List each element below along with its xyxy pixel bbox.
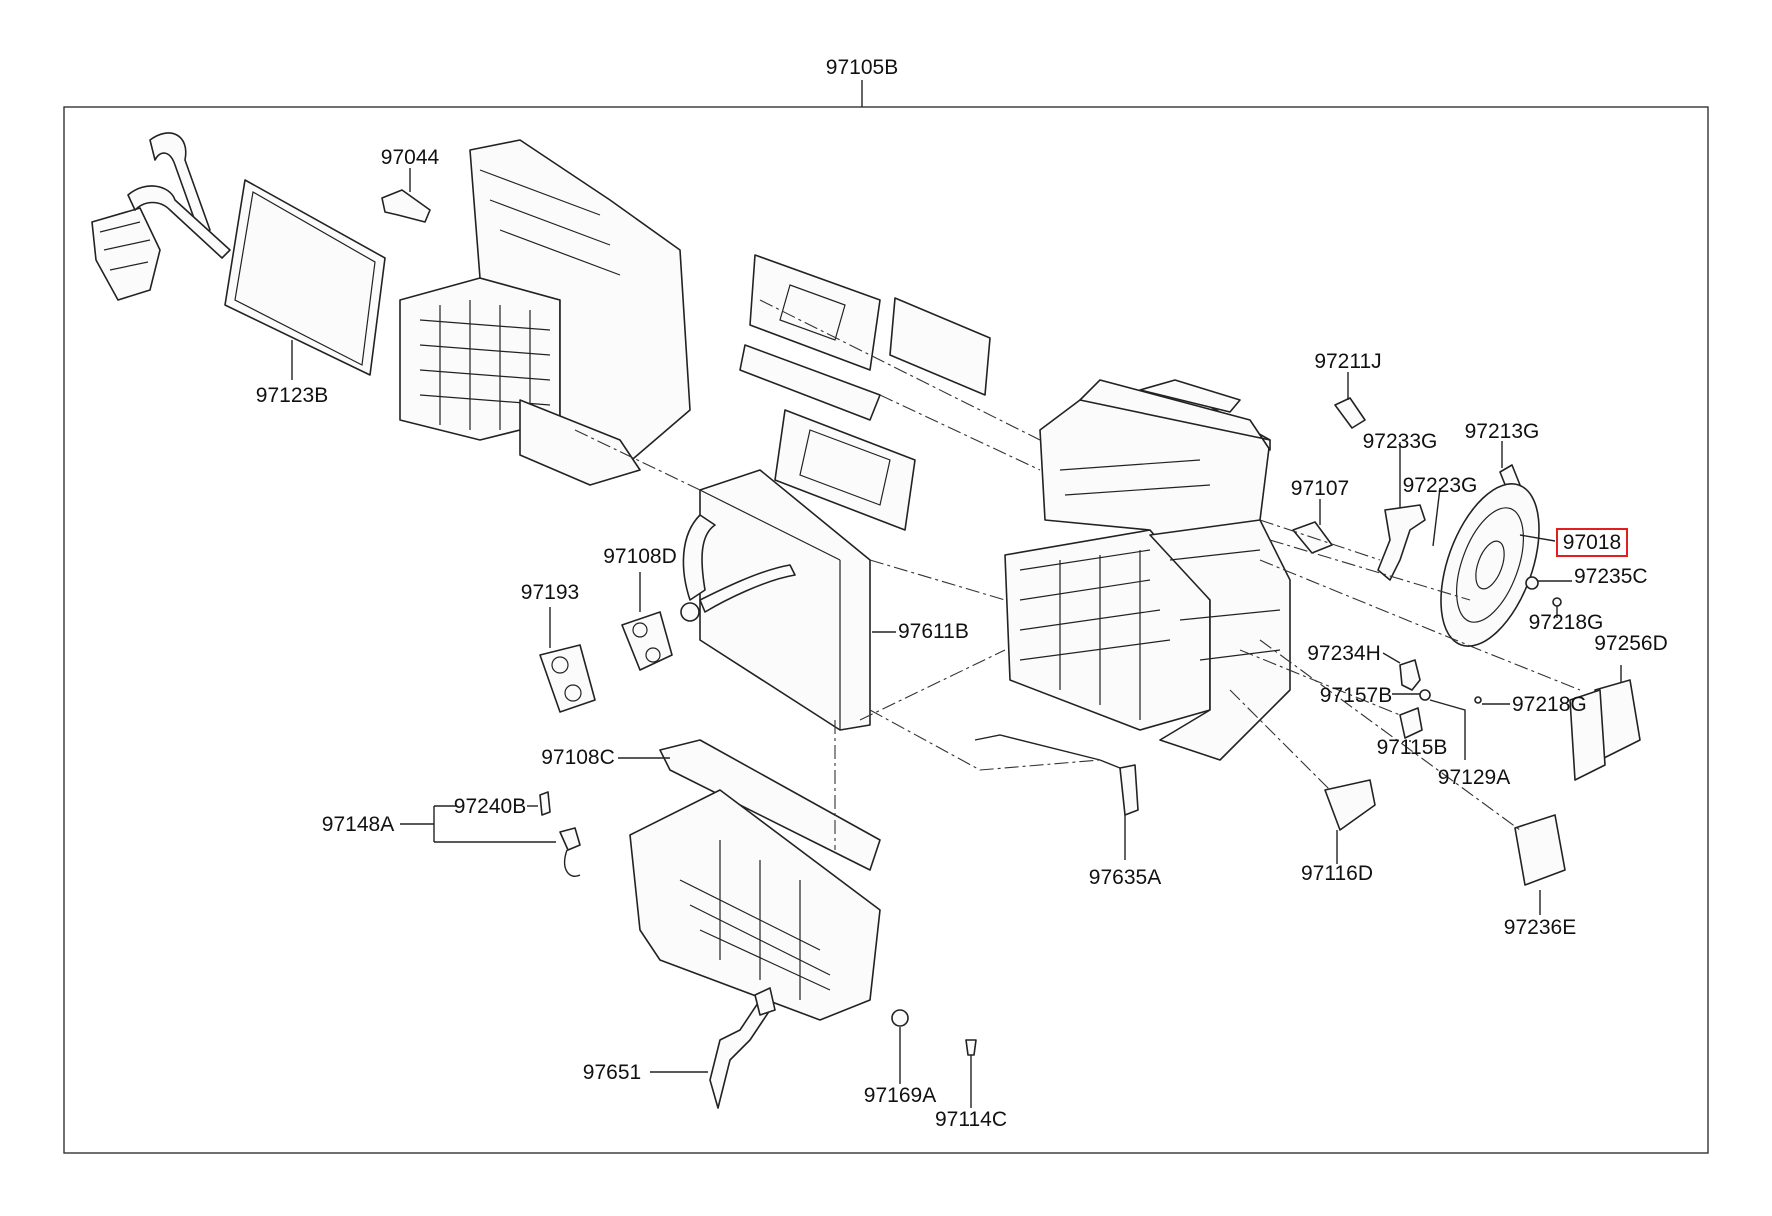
label-97193: 97193 [521, 581, 579, 604]
gasket-97193 [539, 607, 596, 713]
actuator-97211J [1334, 372, 1366, 429]
label-97114C: 97114C [935, 1108, 1007, 1131]
label-97211J: 97211J [1314, 350, 1381, 373]
label-97107: 97107 [1291, 477, 1349, 500]
fasteners-bottom [891, 1009, 977, 1108]
label-97236E: 97236E [1504, 916, 1576, 939]
lever-97233G [1377, 442, 1426, 581]
label-97635A: 97635A [1089, 866, 1161, 889]
label-97018: 97018 [1563, 531, 1621, 554]
assembly-centerlines [574, 299, 1581, 850]
lower-case-97108C [618, 739, 881, 1021]
label-97148A: 97148A [322, 813, 394, 836]
evaporator-97611B [680, 469, 896, 731]
module-97256D [1569, 665, 1641, 781]
label-97233G: 97233G [1363, 430, 1438, 453]
fasteners-upper-right [1525, 576, 1572, 618]
part-97107 [1292, 499, 1333, 554]
label-97116D: 97116D [1301, 862, 1373, 885]
label-97129A: 97129A [1438, 766, 1510, 789]
label-97611B: 97611B [898, 620, 969, 643]
label-97218G-lower: 97218G [1512, 693, 1587, 716]
label-97218G-upper: 97218G [1529, 611, 1604, 634]
leader-97223G [1432, 487, 1441, 547]
gasket-97108D [621, 572, 673, 671]
label-97651: 97651 [583, 1061, 641, 1084]
label-97240B: 97240B [454, 795, 526, 818]
label-97044: 97044 [381, 146, 440, 169]
label-97223G: 97223G [1403, 474, 1478, 497]
clip-97044 [381, 168, 431, 223]
doors [739, 254, 991, 531]
label-97115B: 97115B [1377, 736, 1448, 759]
actuator-group [1382, 652, 1510, 760]
label-97213G: 97213G [1465, 420, 1540, 443]
label-97234H: 97234H [1307, 642, 1381, 665]
main-housing [1004, 379, 1291, 761]
label-97157B: 97157B [1320, 684, 1392, 707]
duct-97651 [650, 987, 776, 1109]
part-97116D [1324, 779, 1376, 864]
label-97108C: 97108C [541, 746, 615, 769]
module-97236E [1514, 814, 1566, 915]
label-97169A: 97169A [864, 1084, 936, 1107]
label-97105B: 97105B [826, 56, 898, 79]
bracket-97148A [400, 791, 581, 877]
label-97256D: 97256D [1594, 632, 1668, 655]
heater-core-97123B [91, 132, 386, 380]
label-97235C: 97235C [1574, 565, 1648, 588]
upper-case [399, 139, 691, 486]
label-97123B: 97123B [256, 384, 328, 407]
assembly-frame [63, 106, 1709, 1154]
sensor-97635A [974, 734, 1139, 860]
highlight-box-97018 [1556, 528, 1628, 557]
label-97108D: 97108D [603, 545, 677, 568]
part-97018 [1440, 483, 1556, 647]
